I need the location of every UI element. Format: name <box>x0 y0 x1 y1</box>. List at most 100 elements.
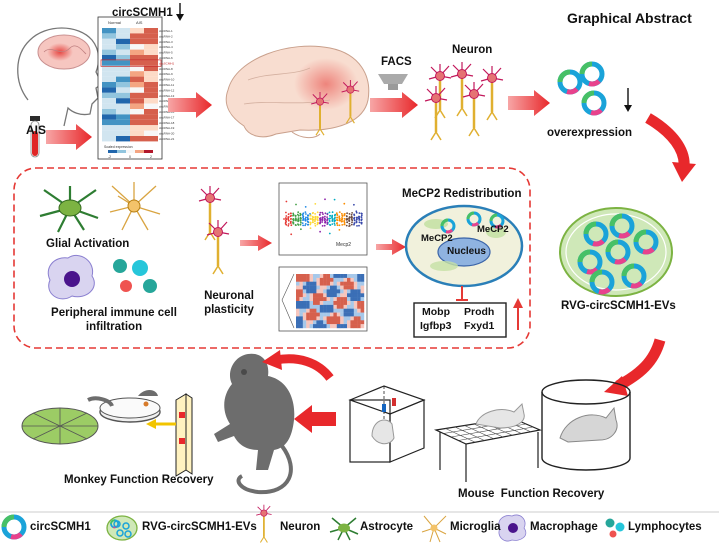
scatter-point <box>348 217 350 220</box>
microglia-icon <box>421 515 447 543</box>
heatmap2-cell <box>343 316 348 321</box>
heatmap2-cell <box>353 301 358 306</box>
heatmap2-cell <box>313 312 317 317</box>
heatmap2-cell <box>340 301 344 306</box>
heatmap-row-label: circRNA-16 <box>159 110 175 114</box>
heatmap2-cell <box>309 308 314 313</box>
scatter-point <box>358 224 360 227</box>
heatmap2-cell <box>309 277 314 282</box>
scatter-point <box>316 216 319 218</box>
scatter-point <box>333 214 336 217</box>
scatter-point <box>316 219 319 222</box>
heatmap-cell <box>144 125 158 131</box>
heatmap-cell <box>144 82 158 88</box>
heatmap2-cell <box>336 285 341 290</box>
heatmap2-cell <box>350 304 354 309</box>
heatmap2-cell <box>319 277 324 282</box>
heatmap2-cell <box>306 312 310 317</box>
heatmap2-cell <box>357 308 361 313</box>
heatmap2-cell <box>343 312 348 317</box>
page-title: Graphical Abstract <box>567 10 692 26</box>
heatmap2-cell <box>347 308 351 313</box>
heatmap2-cell <box>333 312 337 317</box>
heatmap2-cell <box>296 324 300 329</box>
scatter-point <box>350 216 353 219</box>
heatmap2-cell <box>302 324 307 329</box>
scatter-point <box>336 222 338 225</box>
heatmap2-cell <box>323 320 327 325</box>
scatter-point <box>326 219 328 222</box>
scatter-point <box>297 223 299 226</box>
heatmap2-cell <box>323 274 327 279</box>
heatmap-cell <box>102 119 116 126</box>
microglia-illustration <box>109 182 161 231</box>
heatmap2-cell <box>333 324 337 329</box>
scatter-point <box>355 210 358 213</box>
heatmap2-cell <box>306 304 310 309</box>
heatmap-cell <box>130 136 144 142</box>
heatmap2-cell <box>360 281 365 286</box>
heatmap2-cell <box>350 289 354 294</box>
heatmap2-cell <box>340 274 344 279</box>
peripheral-immune-label: Peripheral immune cell infiltration <box>51 307 177 333</box>
heatmap2-cell <box>333 308 337 313</box>
heatmap2-cell <box>306 301 310 306</box>
scatter-point <box>336 219 338 221</box>
heatmap2-cell <box>336 293 341 298</box>
heatmap2-cell <box>336 308 341 313</box>
heatmap-highlight-row <box>100 59 162 67</box>
heatmap2-cell <box>336 304 341 309</box>
heatmap2-cell <box>347 281 351 286</box>
heatmap2-cell <box>357 281 361 286</box>
scatter-point <box>294 214 297 217</box>
scatter-point <box>301 213 304 216</box>
heatmap2-cell <box>360 316 365 321</box>
heatmap2-cell <box>309 274 314 279</box>
heatmap2-cell <box>302 308 307 313</box>
scatter-point <box>311 212 314 215</box>
heatmap-cell <box>130 44 144 50</box>
scatter-point <box>326 213 329 216</box>
heatmap2-cell <box>319 297 324 302</box>
heatmap-cell <box>144 103 158 109</box>
scatter-point <box>358 221 361 224</box>
scatter-point <box>304 224 306 227</box>
scatter-point <box>355 211 358 214</box>
scatter-point <box>319 230 321 233</box>
heatmap2-cell <box>353 316 358 321</box>
heatmap-cell <box>102 71 116 77</box>
scatter-point <box>297 220 299 223</box>
arrow-mouse-to-monkey <box>294 405 336 433</box>
neuron-cluster-icon-5 <box>423 84 449 142</box>
heatmap2-cell <box>336 301 341 306</box>
heatmap-cell <box>130 98 144 104</box>
heatmap2-cell <box>357 324 361 329</box>
heatmap2-cell <box>299 301 303 306</box>
macrophage-illustration <box>47 254 95 300</box>
heatmap2-cell <box>343 297 348 302</box>
scatter-point <box>318 218 321 220</box>
scatter-point <box>336 224 339 227</box>
heatmap2-cell <box>313 304 317 309</box>
scatter-point <box>355 216 358 219</box>
curved-arrow-to-mouse <box>615 338 666 391</box>
circscmh1-ring-icon-3 <box>584 93 604 113</box>
scatter-point <box>285 200 288 203</box>
scatter-point <box>287 224 290 227</box>
heatmap2-cell <box>350 320 354 325</box>
heatmap2-cell <box>326 293 331 298</box>
heatmap2-cell <box>357 285 361 290</box>
heatmap2-cell <box>306 316 310 321</box>
heatmap2-cell <box>353 308 358 313</box>
heatmap-cell <box>144 98 158 104</box>
heatmap2-cell <box>360 312 365 317</box>
scatter-point <box>289 221 292 224</box>
heatmap-cell <box>130 60 144 66</box>
scatter-point <box>319 219 322 222</box>
scatter-point <box>289 215 292 218</box>
heatmap-scale-swatch <box>135 150 144 153</box>
scatter-point <box>287 216 290 219</box>
heatmap2-cell <box>319 312 324 317</box>
heatmap-row-label: circRNA-10 <box>159 78 175 82</box>
